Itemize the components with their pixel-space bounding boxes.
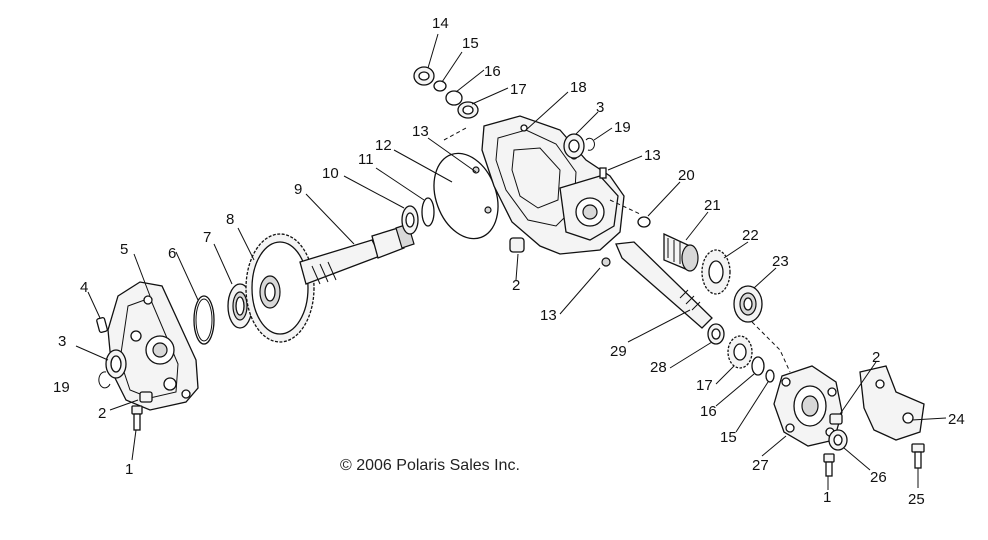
callout-14: 14 bbox=[432, 15, 449, 32]
callout-18: 18 bbox=[570, 79, 587, 96]
callout-11: 11 bbox=[358, 151, 374, 168]
gear-part-21 bbox=[663, 232, 699, 272]
snap-ring-part-19-right bbox=[585, 137, 595, 151]
snap-ring-part-15-lower bbox=[765, 369, 775, 383]
callout-2-right: 2 bbox=[872, 349, 880, 366]
callout-24: 24 bbox=[948, 411, 965, 428]
callout-19-right: 19 bbox=[614, 119, 631, 136]
callout-3-right: 3 bbox=[596, 99, 604, 116]
callout-29: 29 bbox=[610, 343, 627, 360]
plug-part-2-right bbox=[829, 413, 843, 425]
seal-part-14 bbox=[413, 66, 435, 86]
callout-3-left: 3 bbox=[58, 333, 66, 350]
callout-20: 20 bbox=[678, 167, 695, 184]
callout-12: 12 bbox=[375, 137, 392, 154]
bearing-part-10 bbox=[401, 205, 419, 235]
bolt-part-1-right bbox=[823, 453, 835, 477]
callout-13-top: 13 bbox=[412, 123, 429, 140]
pin-part-13-top bbox=[443, 127, 467, 141]
callout-16-lower: 16 bbox=[700, 403, 717, 420]
callout-17-top: 17 bbox=[510, 81, 527, 98]
seal-part-3-right bbox=[563, 133, 585, 159]
leader-lines bbox=[75, 33, 947, 490]
bearing-part-7 bbox=[227, 283, 253, 329]
callout-28: 28 bbox=[650, 359, 667, 376]
left-cover-part-5 bbox=[107, 281, 199, 411]
callout-19-left: 19 bbox=[53, 379, 70, 396]
seal-part-3-left bbox=[105, 349, 127, 379]
callout-25: 25 bbox=[908, 491, 925, 508]
dowel-pin-part-4 bbox=[96, 317, 108, 333]
seal-part-26 bbox=[828, 429, 848, 451]
snap-ring-part-19-left bbox=[98, 371, 111, 389]
bolt-part-1-left bbox=[131, 405, 143, 431]
callout-4: 4 bbox=[80, 279, 88, 296]
callout-labels: 1 2 19 3 4 5 6 7 8 9 10 11 12 13 14 15 1… bbox=[53, 15, 965, 508]
callout-2-left: 2 bbox=[98, 405, 106, 422]
callout-15-lower: 15 bbox=[720, 429, 737, 446]
main-housing-part-18 bbox=[481, 115, 625, 255]
bolt-part-25 bbox=[911, 443, 925, 469]
callout-26: 26 bbox=[870, 469, 887, 486]
main-shaft-part-9 bbox=[299, 223, 415, 285]
callout-1-right: 1 bbox=[823, 489, 831, 506]
sprocket-part-8 bbox=[245, 233, 315, 343]
washer-part-20 bbox=[637, 216, 651, 228]
bracket-part-24 bbox=[859, 365, 925, 441]
snap-ring-part-15-top bbox=[433, 80, 447, 92]
callout-15-top: 15 bbox=[462, 35, 479, 52]
callout-13-lower: 13 bbox=[540, 307, 557, 324]
spacer-part-28 bbox=[707, 323, 725, 345]
output-shaft-part-29 bbox=[615, 241, 713, 329]
callout-17-lower: 17 bbox=[696, 377, 713, 394]
callout-5: 5 bbox=[120, 241, 128, 258]
callout-7: 7 bbox=[203, 229, 211, 246]
washer-part-16-lower bbox=[751, 356, 765, 376]
callout-22: 22 bbox=[742, 227, 759, 244]
pin-part-13-lower bbox=[601, 257, 611, 267]
washer-part-16-top bbox=[445, 90, 463, 106]
plug-part-2-center bbox=[509, 237, 525, 253]
callout-13-right: 13 bbox=[644, 147, 661, 164]
dowel-part-13-right bbox=[599, 167, 607, 179]
callout-9: 9 bbox=[294, 181, 302, 198]
gear-part-22 bbox=[701, 249, 731, 295]
callout-6: 6 bbox=[168, 245, 176, 262]
callout-16-top: 16 bbox=[484, 63, 501, 80]
callout-23: 23 bbox=[772, 253, 789, 270]
o-ring-part-11 bbox=[421, 197, 435, 227]
callout-27: 27 bbox=[752, 457, 769, 474]
drain-plug-part-2-left bbox=[139, 391, 153, 403]
callout-1-left: 1 bbox=[125, 461, 133, 478]
o-ring-part-6 bbox=[193, 295, 215, 345]
bearing-part-17-top bbox=[457, 101, 479, 119]
callout-10: 10 bbox=[322, 165, 339, 182]
copyright-caption: © 2006 Polaris Sales Inc. bbox=[340, 457, 520, 474]
callout-2-center: 2 bbox=[512, 277, 520, 294]
callout-21: 21 bbox=[704, 197, 721, 214]
callout-8: 8 bbox=[226, 211, 234, 228]
gear-part-17-lower bbox=[727, 335, 753, 369]
bearing-part-23 bbox=[733, 285, 763, 323]
right-cover-part-27 bbox=[773, 365, 843, 447]
